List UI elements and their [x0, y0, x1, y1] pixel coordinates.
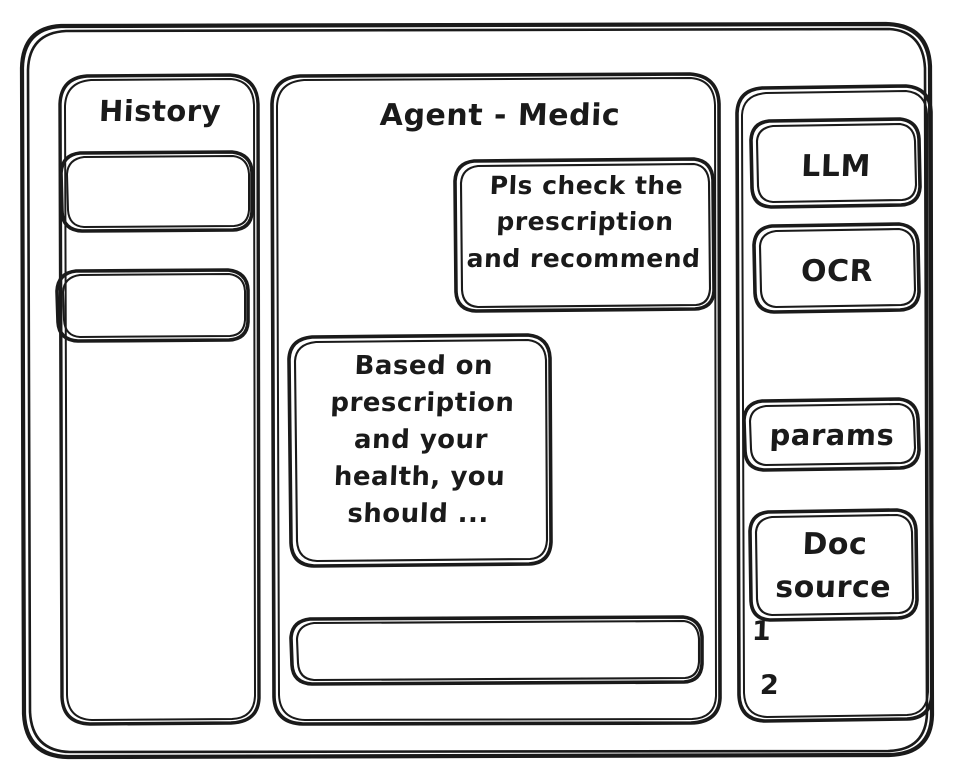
message-input[interactable]	[291, 617, 703, 685]
doc-source-box[interactable]: Doc source	[750, 510, 918, 621]
history-item-2[interactable]	[57, 270, 249, 342]
tool-button-ocr-label: OCR	[800, 254, 874, 289]
assistant-message-bubble: Based on prescription and your health, y…	[289, 335, 552, 567]
user-message-bubble: Pls check the prescription and recommend	[455, 159, 715, 312]
doc-source-item-1[interactable]: 1	[751, 616, 772, 647]
tool-button-params-label: params	[769, 418, 896, 452]
user-message-text: Pls check the prescription and recommend	[466, 171, 702, 273]
tool-button-params[interactable]: params	[744, 399, 920, 471]
tool-button-ocr[interactable]: OCR	[754, 224, 920, 313]
tool-button-llm[interactable]: LLM	[751, 119, 921, 208]
tool-button-llm-label: LLM	[800, 149, 872, 184]
doc-source-item-2[interactable]: 2	[759, 670, 780, 701]
assistant-message-text: Based on prescription and your health, y…	[329, 351, 516, 529]
history-item-1[interactable]	[61, 152, 253, 232]
doc-source-label: Doc source	[774, 527, 892, 605]
page-title: Agent - Medic	[379, 98, 621, 133]
history-panel-title: History	[98, 94, 222, 128]
